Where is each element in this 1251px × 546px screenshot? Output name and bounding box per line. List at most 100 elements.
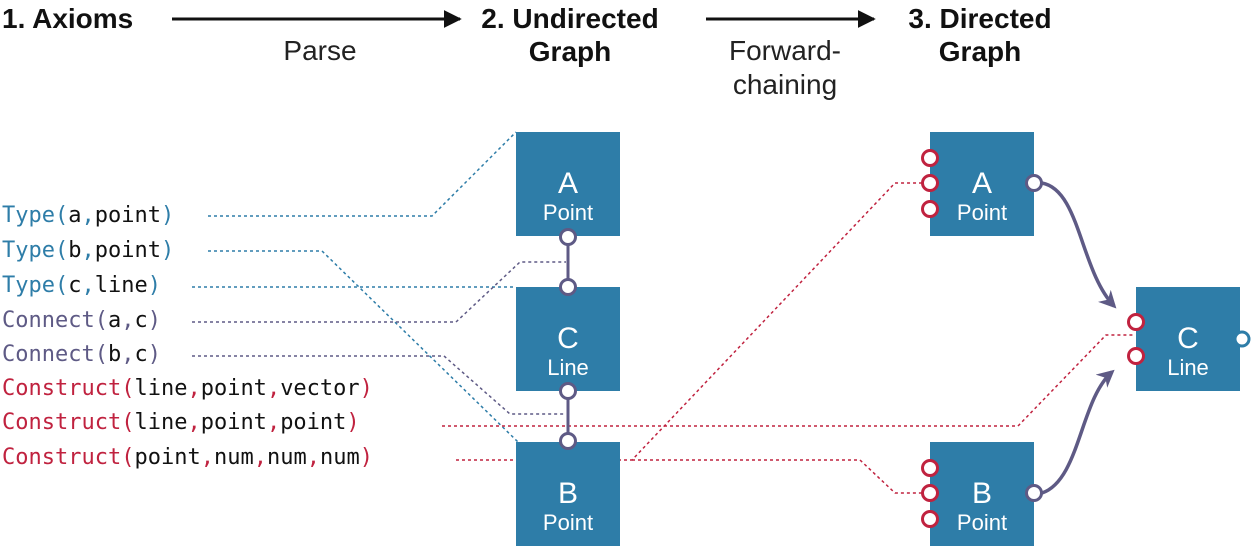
port-undirected-c-top [559, 278, 577, 296]
axiom-argument: point [94, 238, 161, 263]
port-directed-a-input-3 [921, 200, 939, 218]
port-directed-c-input-2 [1127, 347, 1145, 365]
port-directed-b-input-1 [921, 459, 939, 477]
axiom-paren: ) [147, 273, 161, 298]
axiom-type: Type(b,point) [2, 237, 174, 265]
axiom-paren: ( [54, 273, 69, 298]
parse-label: Parse [283, 35, 357, 66]
header-directed-graph: 3. Directed Graph [860, 2, 1100, 68]
axiom-comma: , [81, 203, 95, 228]
directed-node-a: A Point [930, 132, 1034, 236]
axiom-paren: ( [121, 410, 135, 435]
axiom-paren: ( [54, 203, 69, 228]
node-type: Point [542, 510, 594, 535]
axiom-construct: Construct(line,point,point) [2, 409, 360, 437]
axiom-comma: , [121, 342, 135, 367]
axiom-function-name: Connect [2, 308, 95, 333]
node-letter: A [557, 167, 578, 200]
axiom-comma: , [81, 238, 95, 263]
axiom-function-name: Construct [2, 410, 122, 435]
axiom-function-name: Type [2, 238, 55, 263]
axiom-argument: point [200, 376, 267, 401]
axiom-paren: ( [94, 342, 108, 367]
axiom-comma: , [187, 376, 201, 401]
port-directed-a-input-2 [921, 174, 939, 192]
directed-node-c: C Line [1136, 287, 1240, 391]
axiom-comma: , [266, 410, 281, 435]
axiom-argument: point [280, 410, 347, 435]
directed-node-b: B Point [930, 442, 1034, 546]
axiom-comma: , [253, 445, 267, 470]
axiom-argument: line [134, 376, 188, 401]
node-type: Point [956, 510, 1008, 535]
axiom-argument: b [68, 238, 82, 263]
port-directed-b-output [1025, 484, 1043, 502]
axiom-paren: ) [359, 376, 373, 401]
mapping-construct-line-point-point [442, 334, 1134, 427]
node-type: Line [547, 355, 589, 380]
port-undirected-a-bottom [559, 228, 577, 246]
axiom-comma: , [200, 445, 214, 470]
axiom-paren: ( [54, 238, 69, 263]
axiom-argument: point [134, 445, 201, 470]
axiom-argument: a [68, 203, 82, 228]
mapping-connect-ac [192, 261, 566, 323]
port-directed-b-input-2 [921, 484, 939, 502]
axiom-comma: , [121, 308, 135, 333]
directed-edge-b-c [1041, 369, 1115, 495]
axiom-type: Type(c,line) [2, 272, 161, 300]
header-undirected-line1: 2. Undirected [481, 3, 659, 34]
port-undirected-b-top [559, 432, 577, 450]
header-axioms: 1. Axioms [2, 3, 134, 34]
axiom-argument: c [134, 342, 148, 367]
axiom-function-name: Connect [2, 342, 95, 367]
axiom-function-name: Type [2, 203, 55, 228]
axiom-function-name: Type [2, 273, 55, 298]
port-undirected-c-bottom [559, 382, 577, 400]
header-directed-line2: Graph [938, 36, 1022, 67]
axiom-argument: c [134, 308, 148, 333]
axiom-paren: ) [147, 342, 161, 367]
port-directed-a-output [1025, 174, 1043, 192]
axiom-argument: num [266, 445, 307, 470]
undirected-node-a: A Point [516, 132, 620, 236]
undirected-node-b: B Point [516, 442, 620, 546]
node-letter: B [557, 477, 578, 510]
axiom-connect: Connect(b,c) [2, 341, 161, 369]
axiom-paren: ) [346, 410, 360, 435]
node-type: Point [542, 200, 594, 225]
axiom-construct: Construct(point,num,num,num) [2, 444, 373, 472]
port-directed-a-input-1 [921, 149, 939, 167]
mapping-type-a [208, 131, 517, 217]
axiom-comma: , [266, 376, 281, 401]
axiom-paren: ( [94, 308, 108, 333]
axiom-function-name: Construct [2, 376, 122, 401]
port-directed-b-input-3 [921, 510, 939, 528]
axiom-paren: ) [359, 445, 373, 470]
axiom-argument: line [134, 410, 188, 435]
node-letter: A [971, 167, 992, 200]
node-letter: B [971, 477, 992, 510]
axiom-comma: , [306, 445, 320, 470]
mapping-type-b [208, 250, 519, 443]
axiom-argument: num [213, 445, 254, 470]
undirected-node-c: C Line [516, 287, 620, 391]
axiom-argument: b [107, 342, 122, 367]
axiom-argument: c [68, 273, 82, 298]
forward-chaining-line2: chaining [732, 69, 838, 100]
node-letter: C [1177, 322, 1199, 355]
directed-edge-a-c [1041, 181, 1117, 309]
axiom-comma: , [81, 273, 95, 298]
axiom-type: Type(a,point) [2, 202, 174, 230]
forward-chaining-label: Forward- chaining [690, 34, 880, 102]
axiom-comma: , [187, 410, 201, 435]
axiom-connect: Connect(a,c) [2, 307, 161, 335]
axiom-paren: ) [160, 203, 175, 228]
axiom-argument: line [94, 273, 148, 298]
axiom-paren: ( [121, 376, 135, 401]
port-directed-c-output [1233, 330, 1251, 348]
axiom-construct: Construct(line,point,vector) [2, 375, 373, 403]
axiom-argument: point [200, 410, 267, 435]
